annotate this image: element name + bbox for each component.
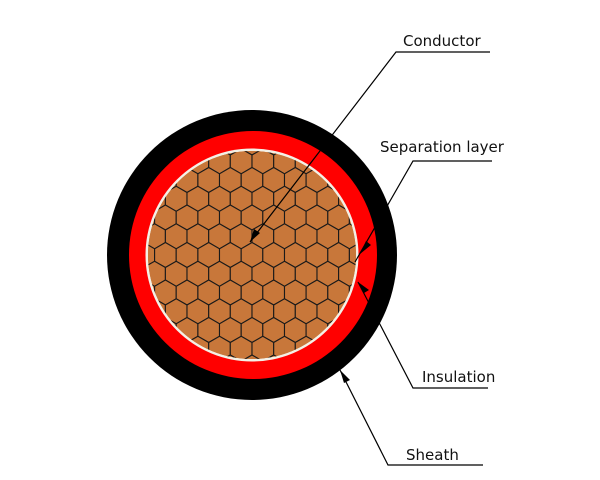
conductor-label: Conductor: [403, 32, 481, 50]
insulation-leader-line: [357, 281, 488, 389]
sheath-leader-line: [339, 369, 483, 466]
insulation-arrowhead: [358, 282, 369, 293]
insulation-label: Insulation: [422, 368, 495, 386]
sheath-arrowhead: [340, 370, 350, 383]
separation-leader-line: [354, 160, 492, 263]
separation-arrowhead: [360, 241, 371, 254]
conductor-strand: [262, 354, 286, 359]
conductor-strand: [240, 354, 264, 359]
separation-layer-label: Separation layer: [380, 138, 505, 156]
conductor-leader-line: [249, 51, 490, 243]
conductor-arrowhead: [250, 229, 260, 242]
sheath-label: Sheath: [406, 446, 459, 464]
conductor-strand: [218, 354, 242, 359]
